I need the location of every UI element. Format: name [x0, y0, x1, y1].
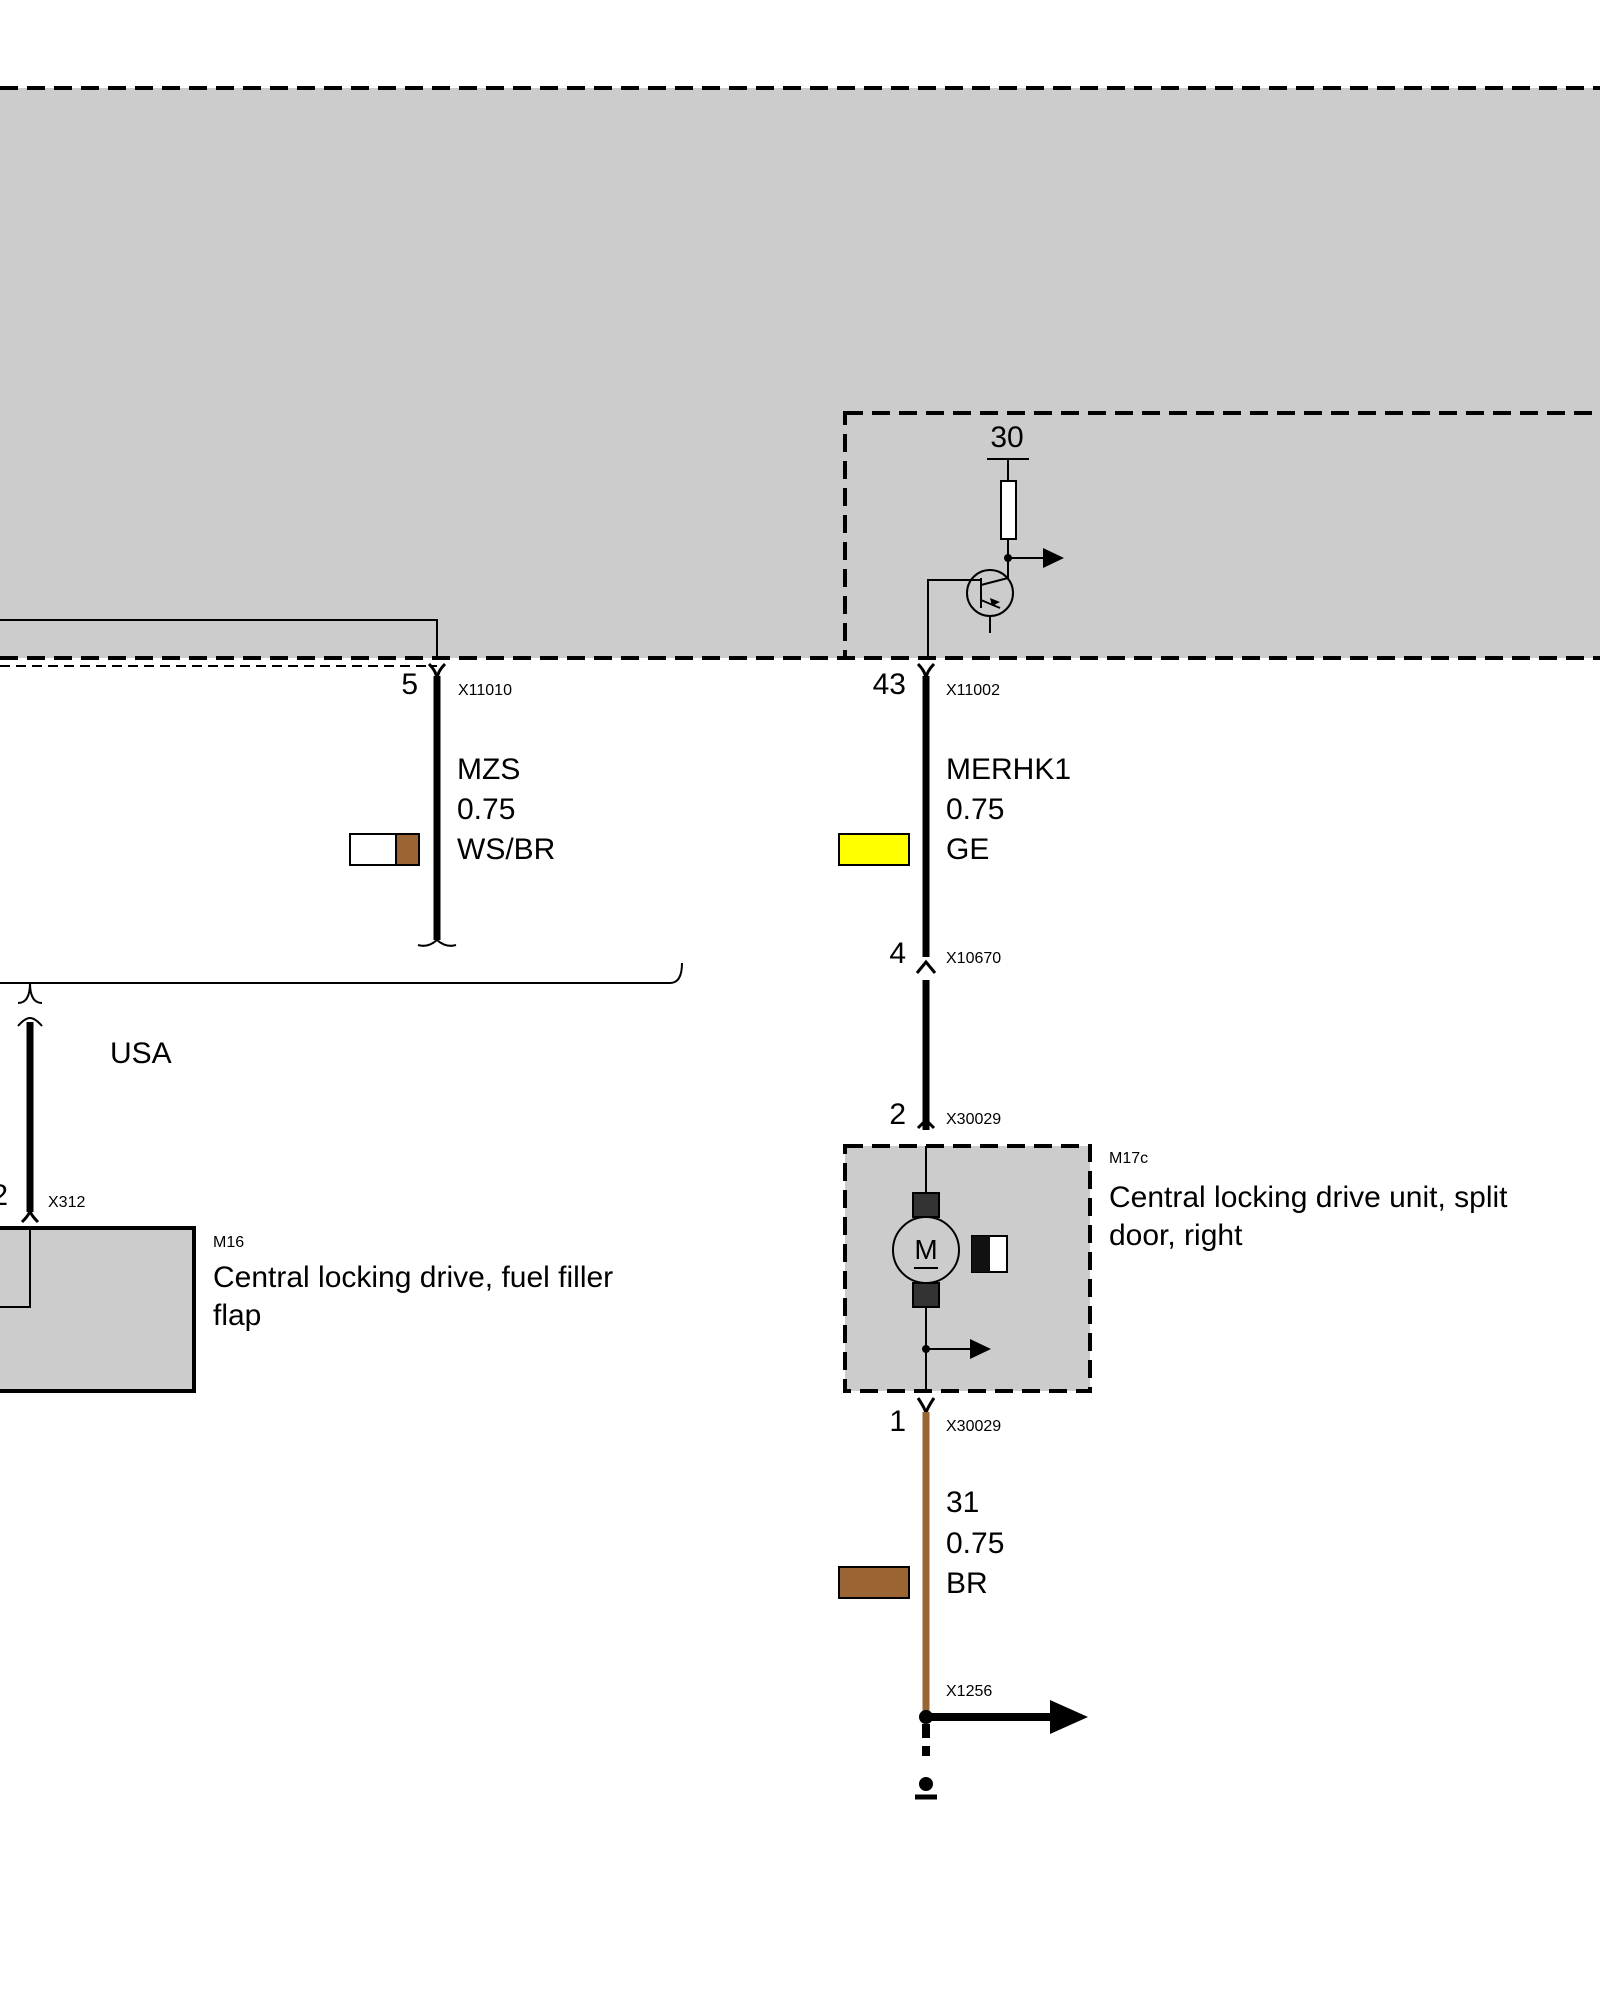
fuel-flap-desc-line1: Central locking drive, fuel filler [213, 1261, 613, 1294]
variant-bracket: USA [0, 962, 683, 1070]
split-door-desc-line1: Central locking drive unit, split [1109, 1181, 1508, 1214]
connector-x1256: X1256 [946, 1683, 992, 1700]
wire-merhk1-color: GE [946, 833, 989, 866]
wire-mzs-size: 0.75 [457, 793, 515, 826]
wire-break-top [17, 1016, 43, 1027]
internal-trace-left [0, 619, 438, 658]
split-door-component-box [843, 1144, 1092, 1393]
connector-x11002: X11002 [946, 682, 1000, 699]
fuel-flap-internal-trace [0, 1228, 31, 1308]
motor-icon: M [892, 1192, 960, 1308]
pin-4: 4 [889, 937, 906, 970]
fuel-flap-desc-line2: flap [213, 1299, 261, 1332]
wire-ground-color-swatch [838, 1566, 910, 1599]
wire-merhk1-color-swatch [838, 833, 910, 866]
wire-mzs-color-swatch [349, 833, 420, 866]
wire-break-mark [417, 938, 457, 947]
connector-x11010: X11010 [458, 682, 512, 699]
resistor-icon [1000, 480, 1017, 540]
arrow-right-icon [1050, 1700, 1088, 1734]
driver-stage: 30 [927, 421, 1064, 658]
control-unit [0, 86, 1600, 667]
connector-cap-x30029-out [916, 1397, 936, 1415]
split-door-desc-line2: door, right [1109, 1219, 1243, 1252]
connector-x30029-in: X30029 [946, 1111, 1001, 1128]
wire-ground-signal: 31 [946, 1486, 979, 1519]
pin-5: 5 [401, 668, 418, 701]
wire-ground-size: 0.75 [946, 1527, 1004, 1560]
connector-cap-x312 [20, 1209, 40, 1224]
fuel-flap-circuit: 2 X312 M16 Central locking drive, fuel f… [0, 1016, 613, 1393]
split-door-circuit: M M17c Central locking drive unit, split… [843, 1144, 1508, 1393]
driver-stage-box [843, 411, 1600, 660]
pin-1-door: 1 [889, 1405, 906, 1438]
wire-mzs-color: WS/BR [457, 833, 555, 866]
wire-merhk1: 43 X11002 MERHK1 0.75 GE 4 X10670 2 X300… [838, 662, 1071, 1131]
terminal-30-label: 30 [990, 421, 1023, 454]
wire-ground: 1 X30029 31 0.75 BR X1256 [838, 1397, 1088, 1800]
control-unit-body [0, 88, 1600, 658]
component-code-m17c: M17c [1109, 1150, 1148, 1167]
pin-43: 43 [873, 668, 906, 701]
connector-x30029-out: X30029 [946, 1418, 1001, 1435]
ground-end-dot [919, 1777, 933, 1791]
component-code-m16: M16 [213, 1234, 244, 1251]
transistor-icon [927, 569, 1014, 658]
swatch-brown [395, 833, 420, 866]
connector-cap-x30029-in [916, 1117, 936, 1130]
variant-usa-label: USA [110, 1037, 172, 1070]
pin-2-door: 2 [889, 1098, 906, 1131]
wire-mzs: 5 X11010 MZS 0.75 WS/BR [349, 662, 555, 947]
bracket-line [0, 962, 683, 984]
wire-merhk1-signal: MERHK1 [946, 753, 1071, 786]
feedback-arrow-icon [1043, 548, 1064, 568]
connector-cap-x10670 [915, 959, 937, 974]
fuel-flap-component-box [0, 1226, 196, 1393]
wire-ground-color: BR [946, 1567, 988, 1600]
wire-merhk1-size: 0.75 [946, 793, 1004, 826]
wire-mzs-signal: MZS [457, 753, 520, 786]
connector-x10670: X10670 [946, 950, 1001, 967]
motor-feedback-arrow-icon [970, 1339, 991, 1359]
motor-letter: M [914, 1234, 937, 1265]
connector-x312: X312 [48, 1194, 85, 1211]
swatch-white [349, 833, 397, 866]
pin-2-fuel: 2 [0, 1179, 8, 1212]
bracket-brace [17, 982, 43, 1004]
position-switch-icon [971, 1235, 1008, 1273]
